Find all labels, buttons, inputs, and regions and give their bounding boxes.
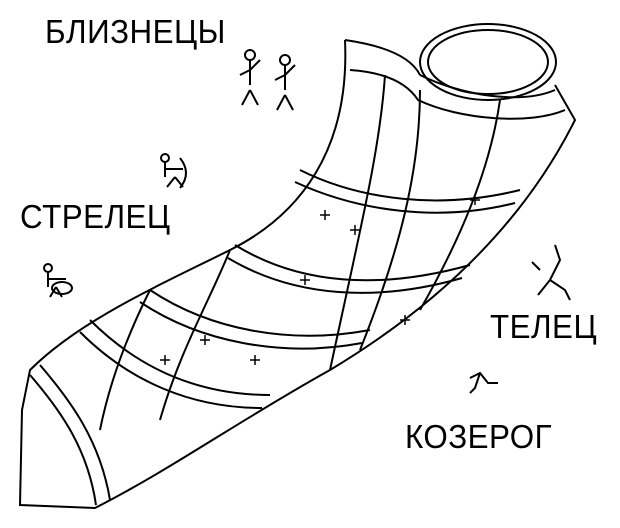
star-ornaments	[160, 195, 480, 365]
label-sagittarius: СТРЕЛЕЦ	[20, 198, 171, 235]
capricorn-figure	[469, 371, 498, 394]
label-gemini: БЛИЗНЕЦЫ	[45, 13, 226, 50]
horn-mouth	[419, 23, 557, 101]
sagittarius-figure-2	[43, 263, 73, 298]
taurus-figure	[531, 244, 571, 301]
zodiac-figures	[43, 49, 571, 394]
horn-outline	[18, 39, 577, 510]
label-capricorn: КОЗЕРОГ	[405, 418, 553, 455]
gemini-figures	[239, 49, 296, 111]
label-taurus: ТЕЛЕЦ	[490, 308, 598, 345]
sagittarius-figure	[160, 153, 187, 189]
